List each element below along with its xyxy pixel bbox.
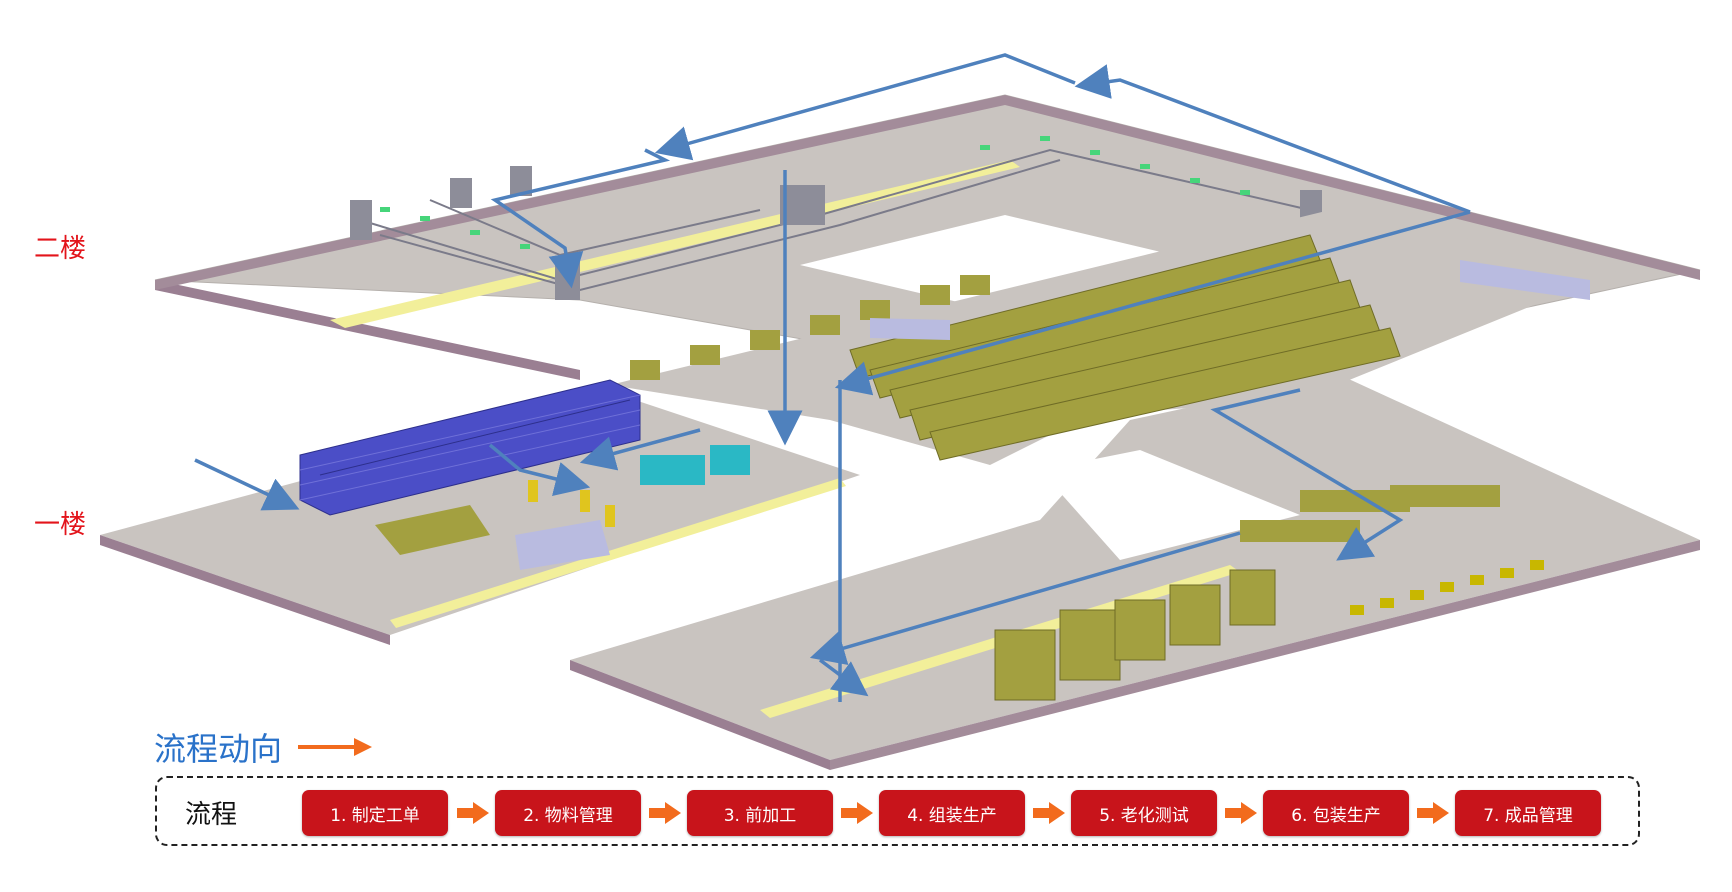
process-title: 流程 (185, 800, 238, 830)
warehouse-racks (610, 210, 1620, 465)
flow-legend-label: 流程动向 (154, 730, 283, 768)
orange-arrow-icon (298, 738, 373, 756)
flow-path (194, 53, 1471, 702)
first-floor-right-plan (570, 375, 1700, 770)
step-arrow-icon (649, 802, 681, 824)
step-arrow-icon (1225, 802, 1257, 824)
flow-legend: 流程动向 (154, 724, 374, 770)
first-floor-left-plan (100, 379, 860, 645)
step-4-assembly: 4. 组装生产 (879, 790, 1025, 836)
step-arrow-icon (457, 802, 489, 824)
step-2-material: 2. 物料管理 (495, 790, 641, 836)
step-6-packaging: 6. 包装生产 (1263, 790, 1409, 836)
step-3-preprocess: 3. 前加工 (687, 790, 833, 836)
step-1-work-order: 1. 制定工单 (302, 790, 448, 836)
step-5-aging-test: 5. 老化测试 (1071, 790, 1217, 836)
step-arrow-icon (1033, 802, 1065, 824)
step-7-finished-goods: 7. 成品管理 (1455, 790, 1601, 836)
second-floor-label: 二楼 (34, 234, 87, 264)
first-floor-label: 一楼 (34, 510, 87, 540)
step-arrow-icon (841, 802, 873, 824)
step-arrow-icon (1417, 802, 1449, 824)
process-flow-box: 流程 1. 制定工单 2. 物料管理 3. 前加工 4. 组装生产 5. 老化测… (155, 776, 1640, 846)
